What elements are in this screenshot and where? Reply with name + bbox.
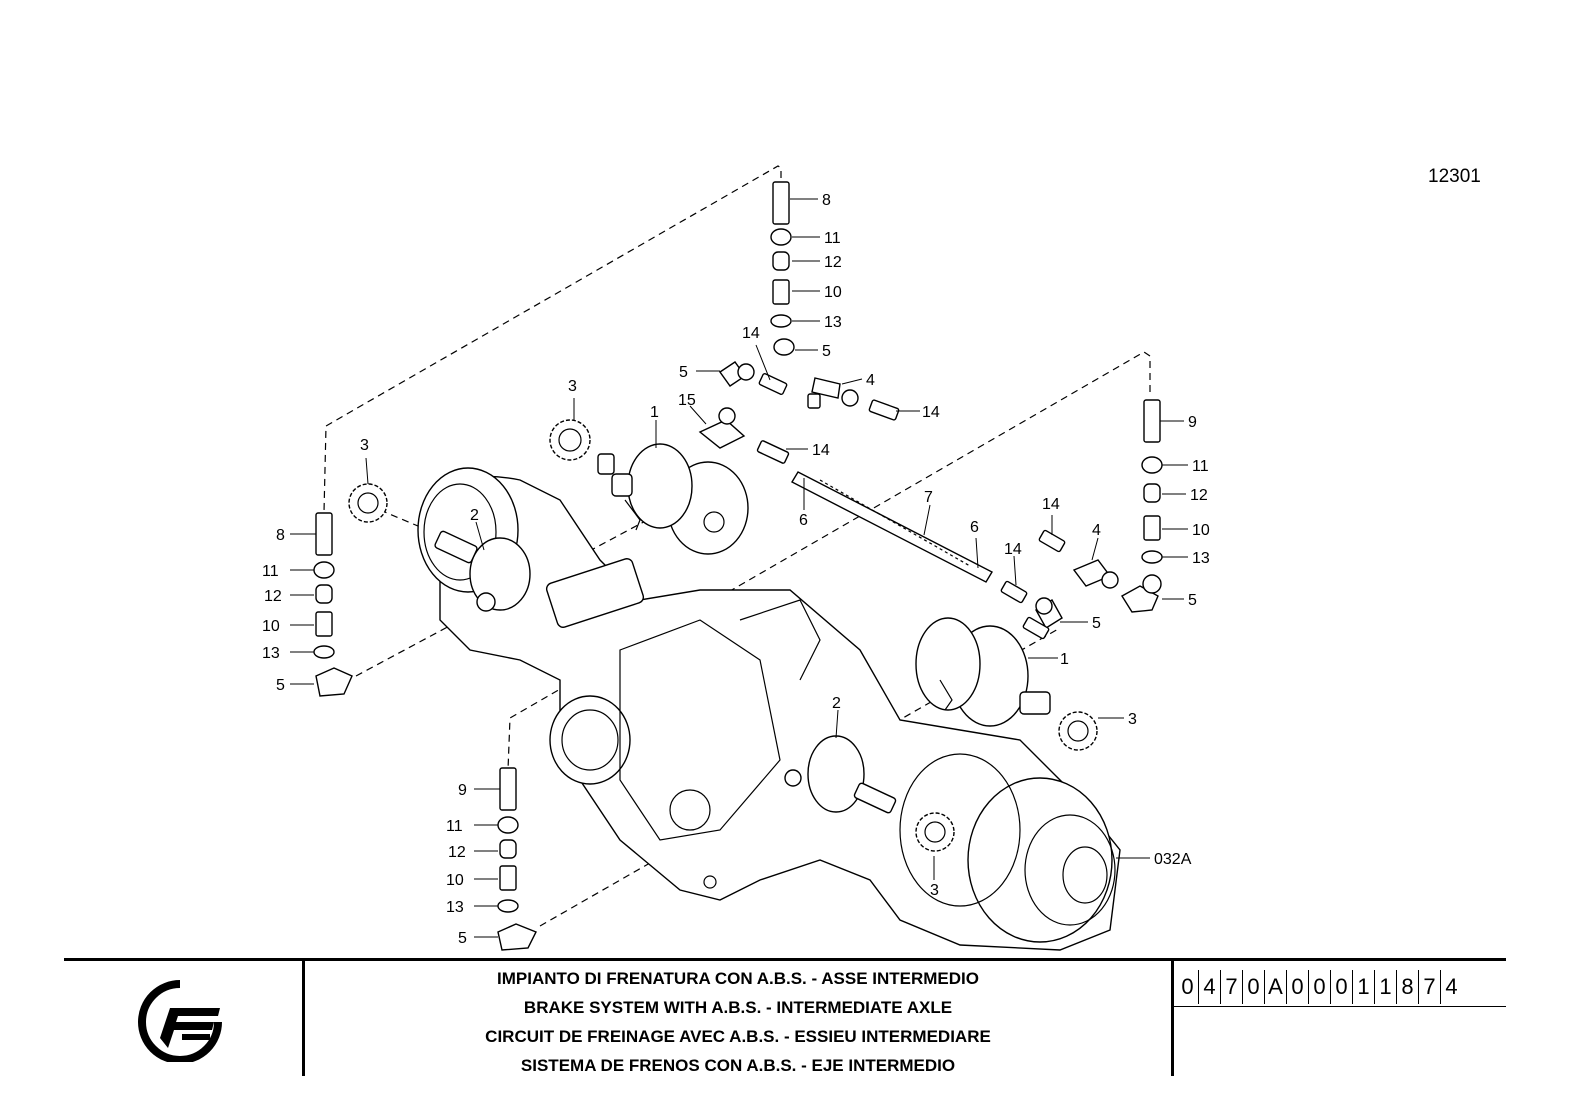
callout-left-8: 8 bbox=[276, 527, 285, 544]
fittings-lower bbox=[1000, 529, 1162, 640]
code-digit: 1 bbox=[1353, 970, 1375, 1004]
callout-4-b: 4 bbox=[1092, 522, 1101, 539]
callout-032a: 032A bbox=[1154, 851, 1192, 868]
title-french: CIRCUIT DE FREINAGE AVEC A.B.S. - ESSIEU… bbox=[485, 1027, 991, 1046]
callout-top-8: 8 bbox=[822, 192, 831, 209]
callout-right-9: 9 bbox=[1188, 414, 1197, 431]
drawing-number: 12301 bbox=[1428, 166, 1481, 187]
callout-left-12: 12 bbox=[264, 588, 282, 605]
dashed-line-top bbox=[323, 165, 782, 513]
code-digit: 0 bbox=[1177, 970, 1199, 1004]
callout-right-11: 11 bbox=[1192, 458, 1209, 475]
callout-right-12: 12 bbox=[1190, 487, 1208, 504]
brake-chamber-upper bbox=[597, 443, 749, 555]
part-stack-bottom bbox=[497, 767, 537, 951]
part-stack-top bbox=[770, 181, 795, 356]
callout-top-13: 13 bbox=[824, 314, 842, 331]
callout-1-a: 1 bbox=[650, 404, 659, 421]
callout-2-a: 2 bbox=[470, 507, 479, 524]
brake-chamber-lower bbox=[915, 617, 1051, 727]
callout-3-c: 3 bbox=[1128, 711, 1137, 728]
callout-top-10: 10 bbox=[824, 284, 842, 301]
part-code: 0 4 7 0 A 0 0 0 1 1 8 7 4 bbox=[1177, 970, 1462, 1004]
callout-5-a: 5 bbox=[679, 364, 688, 381]
callout-bottom-5: 5 bbox=[458, 930, 467, 947]
callout-7: 7 bbox=[924, 489, 933, 506]
code-digit: 8 bbox=[1397, 970, 1419, 1004]
callout-1-b: 1 bbox=[1060, 651, 1069, 668]
callout-14-e: 14 bbox=[1004, 541, 1022, 558]
callout-bottom-9: 9 bbox=[458, 782, 467, 799]
callout-3-b: 3 bbox=[360, 437, 369, 454]
code-digit: 0 bbox=[1243, 970, 1265, 1004]
callout-bottom-11: 11 bbox=[446, 818, 463, 835]
code-digit: 0 bbox=[1331, 970, 1353, 1004]
tone-rings bbox=[348, 419, 1098, 852]
callout-15: 15 bbox=[678, 392, 696, 409]
title-lines: IMPIANTO DI FRENATURA CON A.B.S. - ASSE … bbox=[308, 964, 1168, 1080]
callout-bottom-12: 12 bbox=[448, 844, 466, 861]
code-digit: 0 bbox=[1309, 970, 1331, 1004]
abs-sensor-upper bbox=[434, 530, 531, 612]
fittings-upper bbox=[698, 361, 900, 464]
callout-6-b: 6 bbox=[970, 519, 979, 536]
code-digit: 1 bbox=[1375, 970, 1397, 1004]
code-digit: 7 bbox=[1221, 970, 1243, 1004]
callout-top-5: 5 bbox=[822, 343, 831, 360]
callout-bottom-10: 10 bbox=[446, 872, 464, 889]
leader-lines bbox=[290, 198, 1188, 938]
title-block: IMPIANTO DI FRENATURA CON A.B.S. - ASSE … bbox=[64, 958, 1506, 1078]
callout-left-11: 11 bbox=[262, 563, 279, 580]
dashed-line-bottom bbox=[539, 627, 1061, 927]
manufacturer-logo-icon bbox=[138, 980, 222, 1062]
dashed-line-right bbox=[507, 351, 1151, 771]
callout-2-b: 2 bbox=[832, 695, 841, 712]
callout-14-c: 14 bbox=[812, 442, 830, 459]
callout-4-a: 4 bbox=[866, 372, 875, 389]
title-italian: IMPIANTO DI FRENATURA CON A.B.S. - ASSE … bbox=[497, 969, 979, 988]
callout-14-a: 14 bbox=[742, 325, 760, 342]
spring-hose-assembly bbox=[791, 471, 993, 583]
code-digit: A bbox=[1265, 970, 1287, 1004]
callout-5-b: 5 bbox=[1092, 615, 1101, 632]
callout-top-12: 12 bbox=[824, 254, 842, 271]
code-digit: 0 bbox=[1287, 970, 1309, 1004]
abs-sensor-lower bbox=[784, 735, 897, 814]
title-spanish: SISTEMA DE FRENOS CON A.B.S. - EJE INTER… bbox=[520, 1056, 956, 1075]
callout-left-5: 5 bbox=[276, 677, 285, 694]
callout-3-a: 3 bbox=[568, 378, 577, 395]
code-digit: 4 bbox=[1199, 970, 1221, 1004]
callout-top-11: 11 bbox=[824, 230, 841, 247]
callout-14-d: 14 bbox=[1042, 496, 1060, 513]
callout-left-10: 10 bbox=[262, 618, 280, 635]
code-digit: 4 bbox=[1445, 974, 1458, 999]
callout-right-10: 10 bbox=[1192, 522, 1210, 539]
part-stack-left bbox=[313, 512, 353, 697]
callout-bottom-13: 13 bbox=[446, 899, 464, 916]
callout-right-13: 13 bbox=[1192, 550, 1210, 567]
callout-left-13: 13 bbox=[262, 645, 280, 662]
callout-3-d: 3 bbox=[930, 882, 939, 899]
title-english: BRAKE SYSTEM WITH A.B.S. - INTERMEDIATE … bbox=[523, 998, 953, 1017]
callout-14-b: 14 bbox=[922, 404, 940, 421]
exploded-parts-diagram: 8 11 12 10 13 5 8 11 12 10 13 5 9 11 12 … bbox=[262, 165, 1210, 951]
code-digit: 7 bbox=[1419, 970, 1441, 1004]
callout-6-a: 6 bbox=[799, 512, 808, 529]
callout-right-5: 5 bbox=[1188, 592, 1197, 609]
part-stack-right bbox=[1141, 399, 1163, 564]
